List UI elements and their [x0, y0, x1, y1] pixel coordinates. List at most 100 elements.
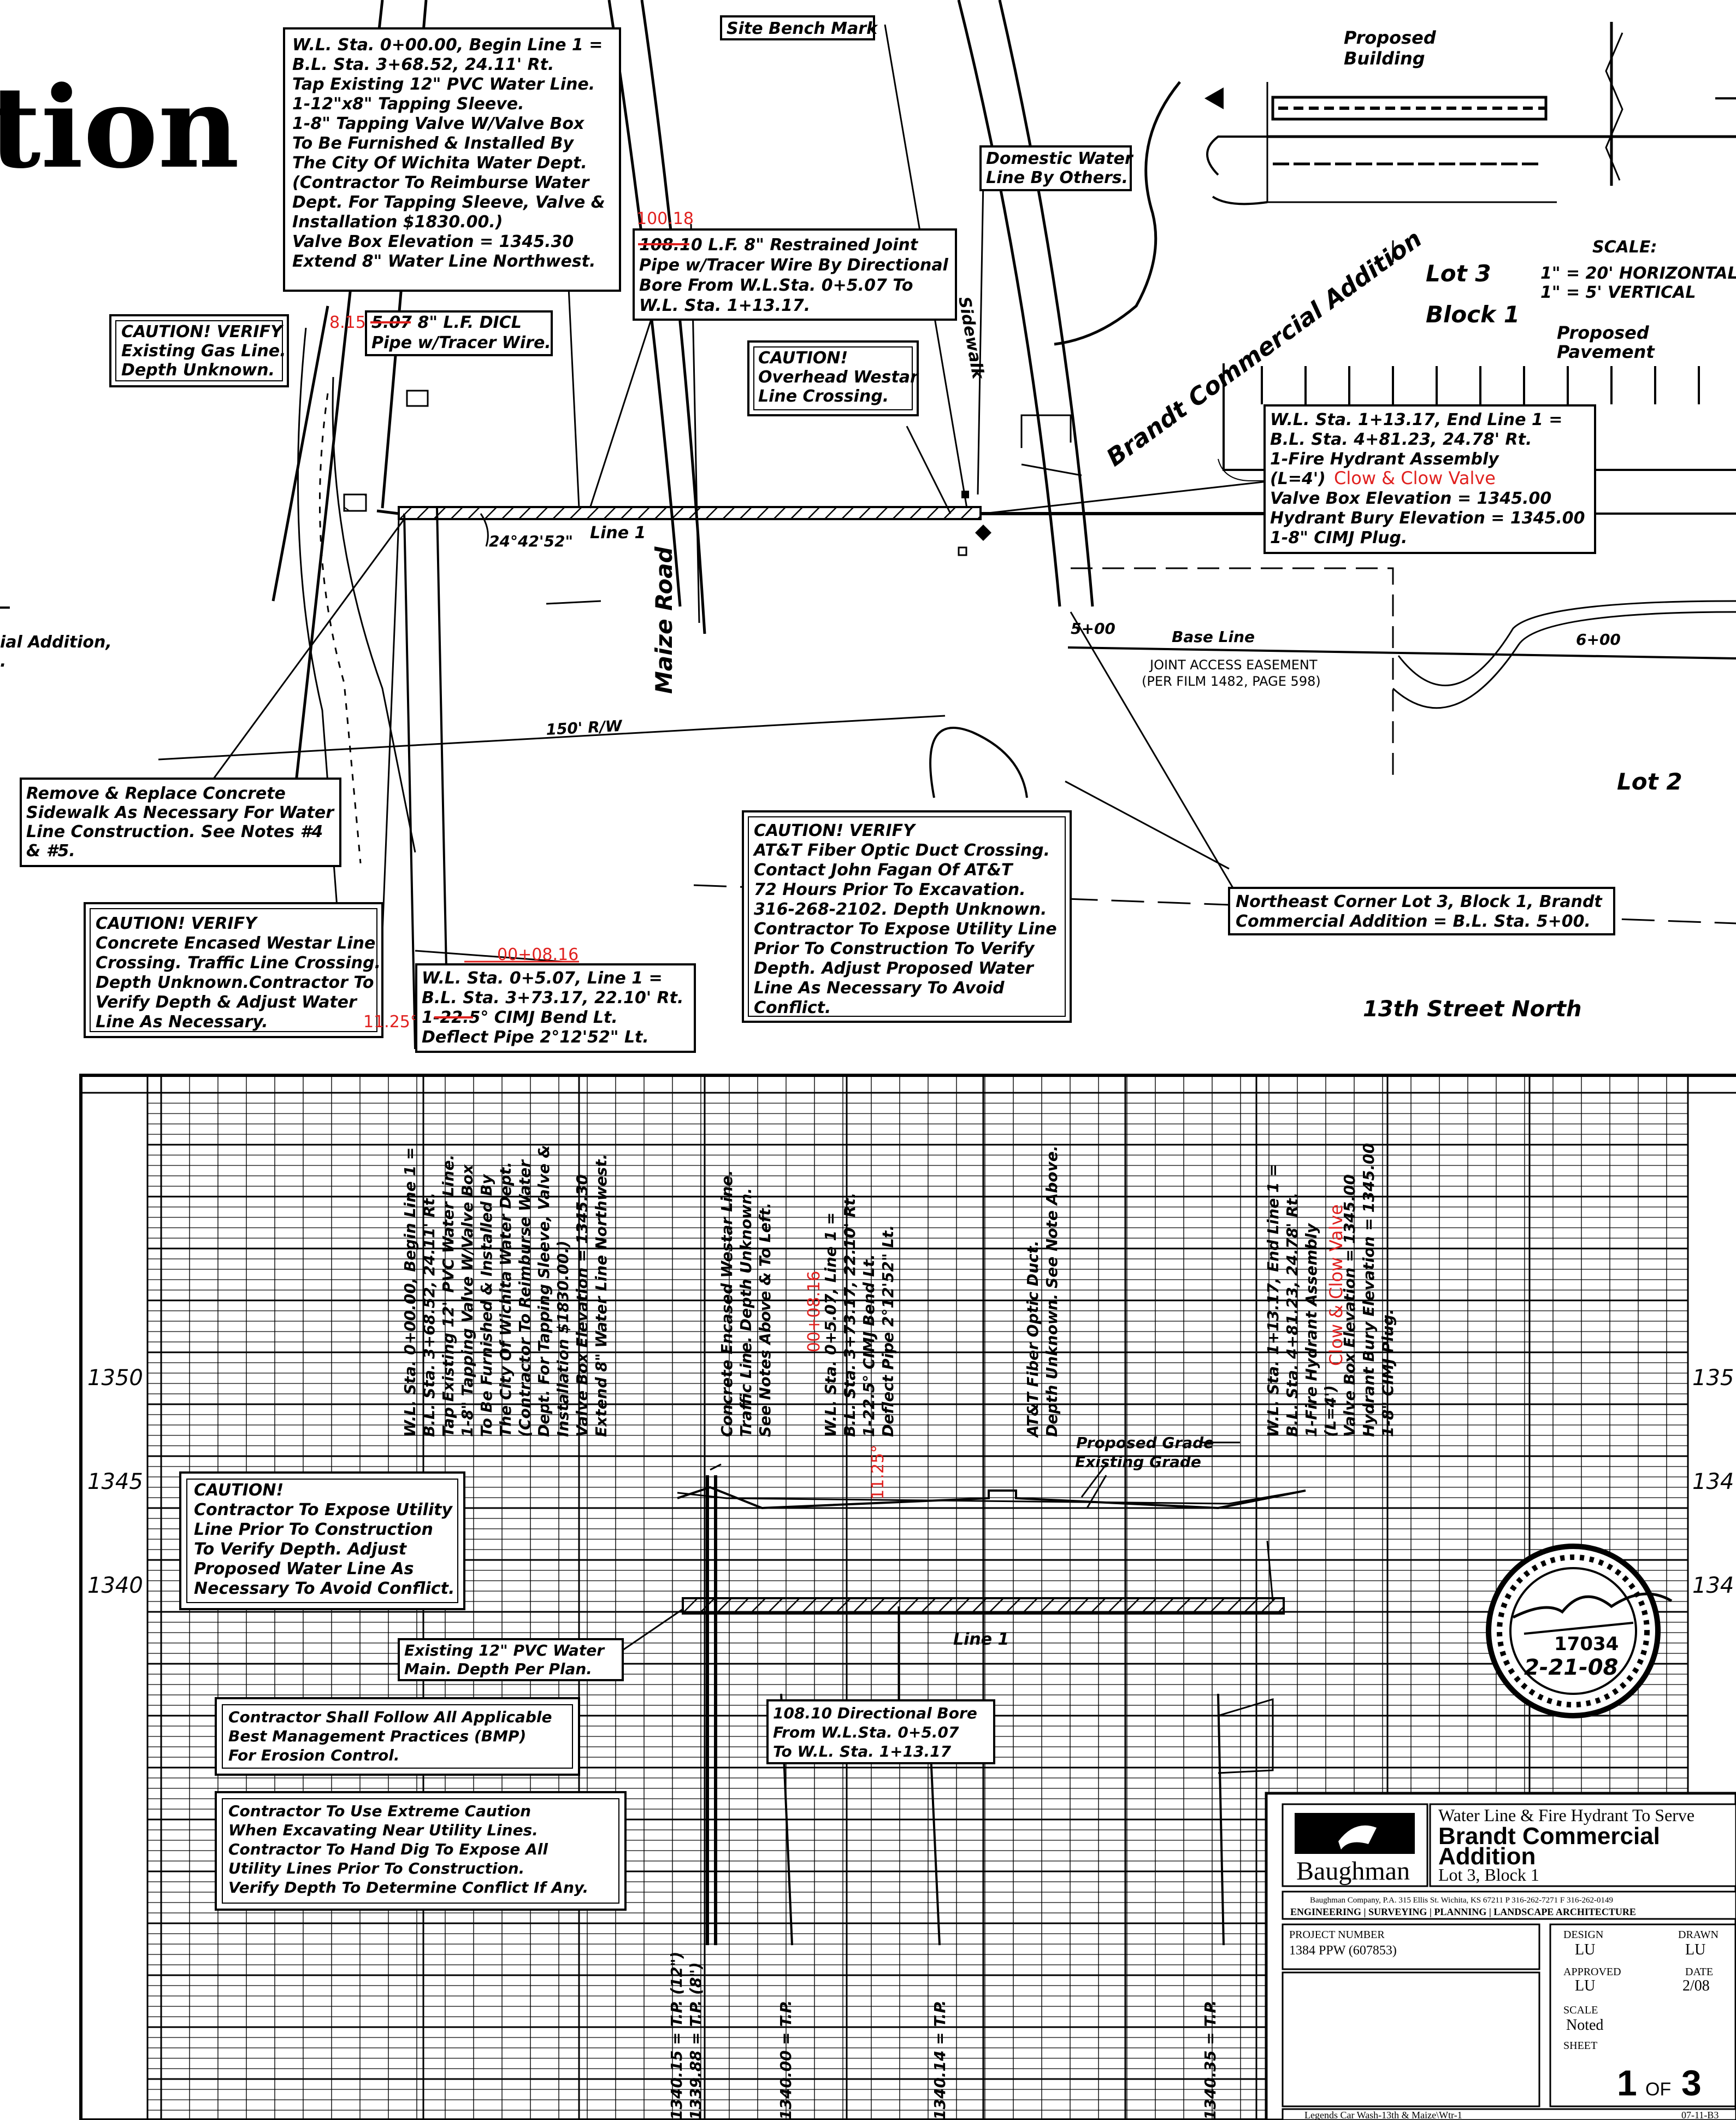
svg-text:For Erosion Control.: For Erosion Control. [228, 1746, 399, 1764]
svg-text:To Be Furnished & Installed By: To Be Furnished & Installed By [477, 1174, 495, 1437]
svg-text:Installation $1830.00.): Installation $1830.00.) [292, 213, 503, 232]
svg-text:5+00: 5+00 [1071, 620, 1115, 638]
svg-text:To Verify Depth. Adjust: To Verify Depth. Adjust [194, 1540, 408, 1559]
svg-text:Existing Gas Line.: Existing Gas Line. [121, 341, 286, 361]
svg-text:Overhead Westar: Overhead Westar [758, 368, 919, 387]
svg-text:Dept. For Tapping Sleeve, Valv: Dept. For Tapping Sleeve, Valve & [535, 1145, 553, 1437]
svg-text:B.L. Sta. 3+73.17, 22.10' Rt.: B.L. Sta. 3+73.17, 22.10' Rt. [422, 988, 683, 1008]
svg-text:Site Bench Mark: Site Bench Mark [727, 19, 878, 38]
svg-text:Existing Grade: Existing Grade [1075, 1453, 1201, 1471]
profile-revision-hydrant: Clow & Clow Valve [1326, 1204, 1347, 1366]
directional-bore-note: 108.10 Directional Bore From W.L.Sta. 0+… [766, 1699, 995, 1764]
drawing-date: 2/08 [1682, 1977, 1710, 1994]
13th-street-centerline [693, 884, 1736, 924]
firm-name: Baughman [1296, 1857, 1410, 1886]
row-line [158, 715, 946, 761]
joint-access-label: JOINT ACCESS EASEMENT [1149, 657, 1318, 673]
svg-text:SHEET: SHEET [1563, 2040, 1597, 2052]
svg-text:Bore From W.L.Sta. 0+5.07 To: Bore From W.L.Sta. 0+5.07 To [639, 276, 913, 295]
svg-text:Line Prior To Construction: Line Prior To Construction [194, 1520, 433, 1539]
svg-text:Depth Unknown. See Note Above.: Depth Unknown. See Note Above. [1043, 1145, 1061, 1437]
svg-text:CAUTION!: CAUTION! [758, 349, 848, 368]
svg-text:1" = 5' VERTICAL: 1" = 5' VERTICAL [1540, 283, 1696, 302]
svg-text:CAUTION! VERIFY: CAUTION! VERIFY [96, 914, 258, 933]
project-title-line1: Water Line & Fire Hydrant To Serve [1438, 1805, 1694, 1825]
svg-text:Depth Unknown.: Depth Unknown. [121, 361, 275, 380]
left-edge-text: ial Addition, [0, 633, 112, 652]
svg-text:B.L. Sta. 3+73.17, 22.10' Rt.: B.L. Sta. 3+73.17, 22.10' Rt. [841, 1193, 859, 1437]
sheet-number: 1 [1617, 2063, 1637, 2103]
maize-road-label: Maize Road [651, 546, 677, 694]
svg-text:1-8" Tapping Valve W/Valve Box: 1-8" Tapping Valve W/Valve Box [292, 114, 585, 133]
svg-text:Hydrant Bury Elevation = 1345.: Hydrant Bury Elevation = 1345.00 [1360, 1143, 1378, 1437]
svg-text:PROJECT NUMBER: PROJECT NUMBER [1289, 1929, 1385, 1941]
svg-text:(L=4'): (L=4') [1270, 469, 1326, 488]
svg-text:Crossing. Traffic Line Crossin: Crossing. Traffic Line Crossing. [96, 953, 381, 973]
elev-1350: 1350 [87, 1365, 143, 1391]
plan-view: tion [0, 0, 1736, 1053]
profile-caution-box: CAUTION! Contractor To Expose Utility Li… [179, 1471, 465, 1610]
lot3-label: Lot 3 [1426, 260, 1491, 287]
extreme-caution-note: Contractor To Use Extreme Caution When E… [215, 1791, 627, 1911]
svg-text:Main. Depth Per Plan.: Main. Depth Per Plan. [404, 1660, 592, 1678]
design-initials: LU [1575, 1941, 1595, 1958]
drawing-code: 07-11-B3 [1681, 2110, 1719, 2120]
svg-text:1340.15 = T.P. (12"): 1340.15 = T.P. (12") [668, 1952, 686, 2120]
drawn-initials: LU [1685, 1941, 1705, 1958]
svg-text:W.L. Sta. 1+13.17, End Line 1: W.L. Sta. 1+13.17, End Line 1 = [1270, 410, 1562, 429]
svg-text:Verify Depth To Determine Conf: Verify Depth To Determine Conflict If An… [228, 1878, 588, 1897]
svg-text:Proposed Grade: Proposed Grade [1076, 1434, 1214, 1452]
svg-text:72 Hours Prior To Excavation.: 72 Hours Prior To Excavation. [754, 880, 1026, 899]
svg-text:When Excavating Near Utility L: When Excavating Near Utility Lines. [228, 1821, 538, 1839]
proposed-building-label: Proposed [1344, 27, 1437, 48]
svg-text:Deflect Pipe 2°12'52" Lt.: Deflect Pipe 2°12'52" Lt. [422, 1028, 649, 1047]
svg-text:Depth Unknown.Contractor To: Depth Unknown.Contractor To [96, 973, 374, 992]
firm-disciplines: ENGINEERING | SURVEYING | PLANNING | LAN… [1290, 1906, 1636, 1917]
vertical-note-begin: W.L. Sta. 0+00.00, Begin Line 1 = B.L. S… [401, 1145, 610, 1437]
restrained-joint-revision: 100.18 [636, 209, 694, 228]
svg-text:Building: Building [1344, 48, 1425, 69]
proposed-grade [677, 1489, 1306, 1505]
svg-text:AT&T Fiber Optic Duct Crossing: AT&T Fiber Optic Duct Crossing. [753, 841, 1050, 860]
project-title-line2: Brandt Commercial [1438, 1823, 1660, 1850]
svg-text:Concrete Encased Westar Line: Concrete Encased Westar Line [96, 934, 375, 953]
approved-initials: LU [1575, 1977, 1595, 1994]
bmp-note: Contractor Shall Follow All Applicable B… [215, 1697, 580, 1776]
svg-text:Pipe w/Tracer Wire By Directio: Pipe w/Tracer Wire By Directional [639, 256, 949, 275]
svg-text:Proposed Water Line As: Proposed Water Line As [194, 1559, 414, 1579]
lot2-label: Lot 2 [1617, 768, 1682, 795]
profile-line1-label: Line 1 [953, 1630, 1009, 1649]
sidewalk-label: Sidewalk [954, 295, 988, 381]
svg-text:W.L. Sta. 0+00.00, Begin Line: W.L. Sta. 0+00.00, Begin Line 1 = [401, 1147, 419, 1438]
svg-text:APPROVED: APPROVED [1563, 1966, 1621, 1978]
note-caution-gas: CAUTION! VERIFY Existing Gas Line. Depth… [109, 314, 289, 387]
svg-text:1-12"x8" Tapping Sleeve.: 1-12"x8" Tapping Sleeve. [292, 95, 524, 114]
svg-text:Line Crossing.: Line Crossing. [758, 387, 889, 406]
svg-text:W.L. Sta. 0+5.07, Line 1 =: W.L. Sta. 0+5.07, Line 1 = [822, 1212, 840, 1437]
svg-text:1340.14 = T.P.: 1340.14 = T.P. [931, 2000, 949, 2120]
proposed-building [1204, 22, 1736, 205]
svg-text:B.L. Sta. 3+68.52, 24.11' Rt.: B.L. Sta. 3+68.52, 24.11' Rt. [292, 55, 554, 74]
profile-revision-angle: 11.25° [869, 1445, 888, 1500]
vertical-note-bend: W.L. Sta. 0+5.07, Line 1 = B.L. Sta. 3+7… [805, 1193, 897, 1500]
svg-text:To Be Furnished & Installed By: To Be Furnished & Installed By [292, 134, 574, 153]
joint-access-easement [1071, 567, 1394, 776]
svg-text:Contact John Fagan Of AT&T: Contact John Fagan Of AT&T [754, 861, 1014, 880]
title-fragment: tion [0, 62, 239, 193]
base-line [1067, 646, 1736, 659]
svg-text:Traffic Line. Depth Unknown.: Traffic Line. Depth Unknown. [737, 1188, 755, 1437]
grade-labels: Proposed Grade Existing Grade [1075, 1434, 1240, 1471]
svg-text:DRAWN: DRAWN [1678, 1929, 1719, 1941]
svg-text:1340.00 = T.P.: 1340.00 = T.P. [777, 2000, 795, 2120]
line1-label: Line 1 [590, 523, 646, 543]
svg-text:(Contractor To Reimburse Water: (Contractor To Reimburse Water [292, 173, 590, 192]
svg-text:Domestic Water: Domestic Water [986, 149, 1134, 168]
svg-text:B.L. Sta. 4+81.23, 24.78' Rt.: B.L. Sta. 4+81.23, 24.78' Rt. [1283, 1193, 1301, 1437]
vertical-note-att: AT&T Fiber Optic Duct. Depth Unknown. Se… [1024, 1145, 1061, 1438]
note-dicl: 8.15 5.07 8" L.F. DICL Pipe w/Tracer Wir… [329, 310, 553, 356]
elev-1345: 1345 [87, 1469, 143, 1494]
svg-text:Best Management Practices (BMP: Best Management Practices (BMP) [228, 1727, 526, 1745]
svg-text:See Notes Above & To Left.: See Notes Above & To Left. [756, 1203, 774, 1437]
project-title-line3: Addition [1438, 1843, 1536, 1870]
